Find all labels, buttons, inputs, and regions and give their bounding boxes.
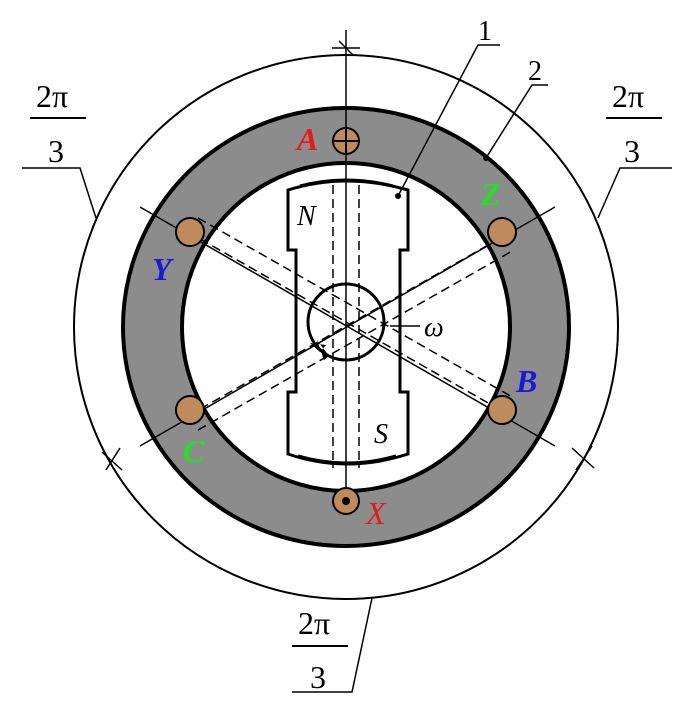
conductor-C xyxy=(175,395,205,425)
phase-label-A: A xyxy=(295,121,318,157)
phase-label-Y: Y xyxy=(152,251,174,287)
svg-text:2π: 2π xyxy=(36,78,68,114)
conductor-X xyxy=(332,487,360,515)
rotation-circle xyxy=(306,282,386,362)
north-pole-label: N xyxy=(296,201,317,232)
phase-label-B: B xyxy=(515,363,537,399)
svg-text:3: 3 xyxy=(310,659,326,695)
rotation-arrow-icon xyxy=(310,340,329,360)
conductor-B xyxy=(487,395,517,425)
dimension-center-lines xyxy=(139,30,556,500)
part-label-rotor: 1 xyxy=(478,16,492,47)
conductor-Z xyxy=(487,217,517,247)
phase-label-C: C xyxy=(183,433,205,469)
phase-label-X: X xyxy=(364,495,387,531)
phase-label-Z: Z xyxy=(480,176,501,212)
angle-fraction-right: 2π 3 xyxy=(606,78,662,169)
omega-label: ω xyxy=(424,312,444,343)
winding-axes xyxy=(187,217,515,431)
conductor-Y xyxy=(175,217,205,247)
stator-leader-dot xyxy=(483,155,489,161)
south-pole-label: S xyxy=(374,419,388,450)
conductor-A xyxy=(332,127,360,155)
angle-fraction-left: 2π 3 xyxy=(30,78,86,169)
svg-text:2π: 2π xyxy=(298,605,330,641)
angle-fraction-bottom: 2π 3 xyxy=(292,605,348,695)
rotor-dashed-lines xyxy=(332,185,360,468)
dimension-ticks xyxy=(101,40,595,471)
leader-lines xyxy=(22,44,672,693)
part-label-stator: 2 xyxy=(528,56,542,87)
svg-text:3: 3 xyxy=(48,133,64,169)
rotor-leader-dot xyxy=(395,193,401,199)
svg-text:2π: 2π xyxy=(612,78,644,114)
svg-text:3: 3 xyxy=(624,133,640,169)
